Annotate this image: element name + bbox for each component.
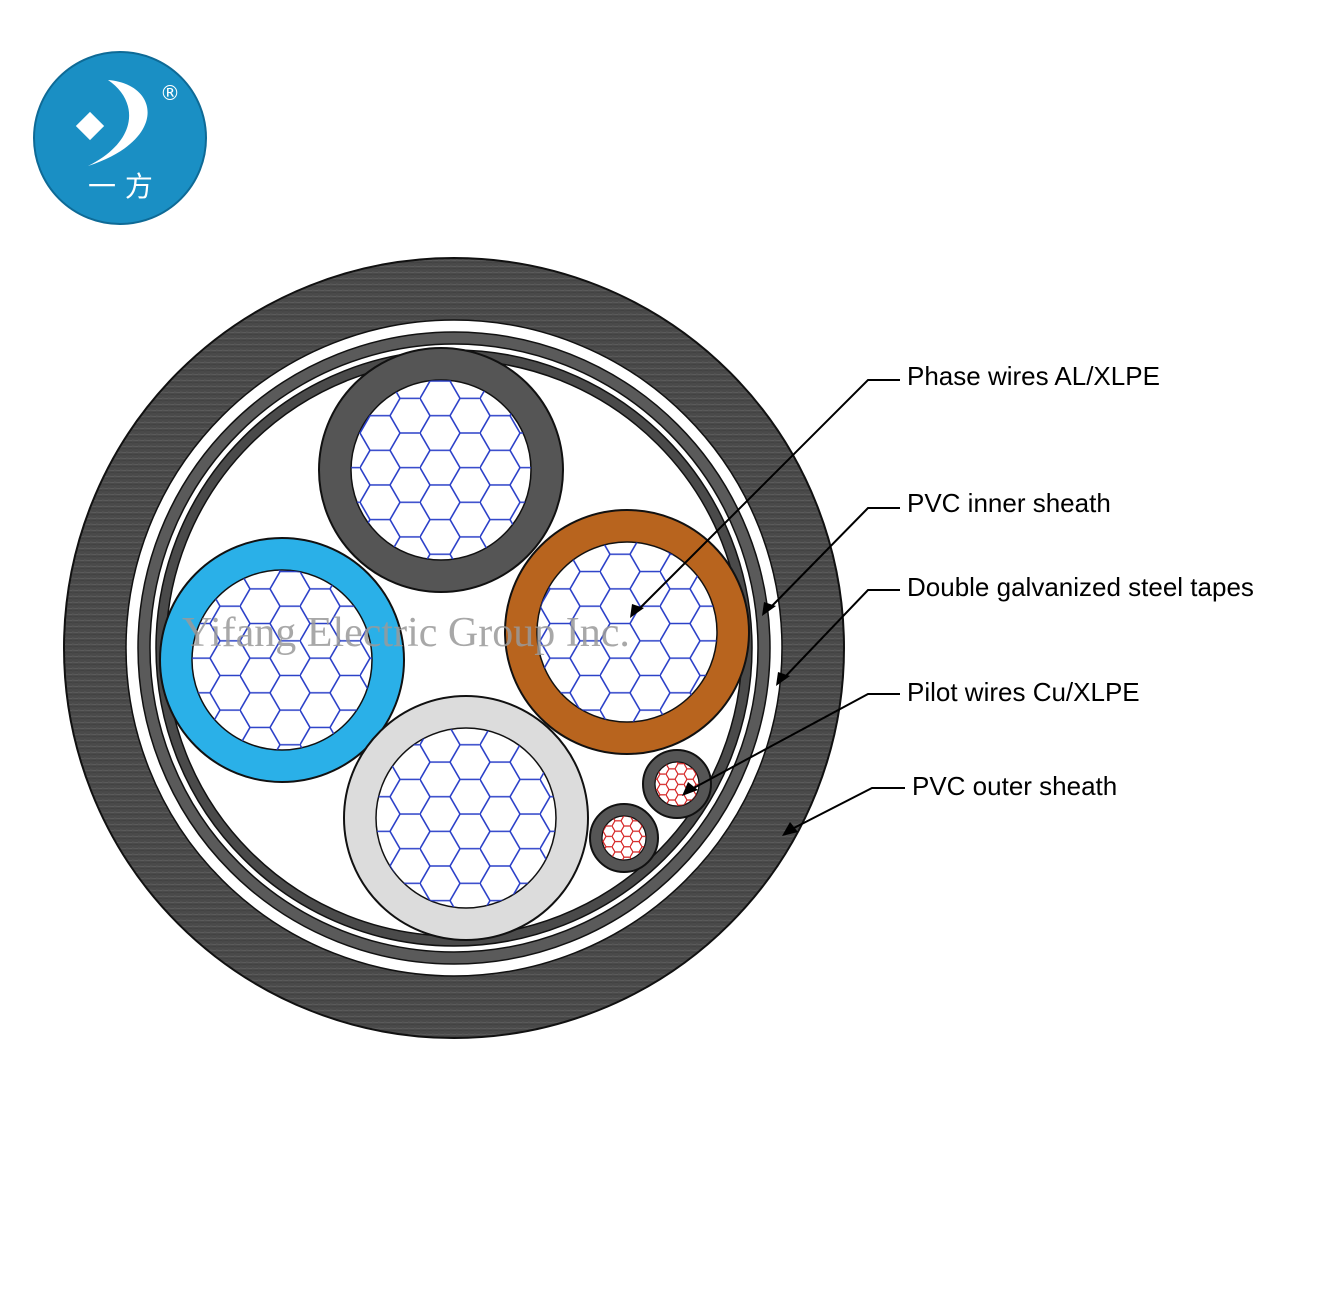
leader-pvc-outer-sheath — [789, 787, 905, 831]
leader-arrowheads — [630, 602, 798, 836]
phase-conductor-gray — [318, 347, 564, 593]
company-logo: ® 一 方 — [33, 51, 207, 225]
pilot-wire-1 — [642, 749, 712, 819]
arrow-pilot-wires-icon — [682, 782, 698, 796]
arrow-pvc-outer-sheath-icon — [782, 822, 798, 836]
label-pvc-outer-sheath: PVC outer sheath — [912, 771, 1117, 801]
logo-text: 一 方 — [88, 170, 153, 203]
arrow-steel-tapes-icon — [776, 672, 790, 686]
callout-labels: Phase wires AL/XLPE PVC inner sheath Dou… — [907, 361, 1254, 801]
leader-lines — [635, 379, 905, 831]
leader-phase-wires — [635, 379, 900, 613]
leader-pvc-inner-sheath — [767, 507, 900, 611]
logo-registered-mark: ® — [160, 81, 180, 105]
arrow-phase-wires-icon — [630, 604, 644, 618]
pilot-wire-2 — [589, 803, 659, 873]
label-phase-wires: Phase wires AL/XLPE — [907, 361, 1160, 391]
label-steel-tapes: Double galvanized steel tapes — [907, 572, 1254, 602]
watermark: Yifang Electric Group Inc. — [182, 610, 630, 656]
phase-conductor-brown — [504, 509, 750, 755]
label-pilot-wires: Pilot wires Cu/XLPE — [907, 677, 1140, 707]
leader-steel-tapes — [781, 589, 900, 681]
phase-conductor-blue — [159, 537, 405, 783]
phase-conductors — [159, 347, 750, 941]
phase-conductor-white — [343, 695, 589, 941]
pilot-wires — [589, 749, 712, 873]
logo-disc — [34, 52, 206, 224]
label-pvc-inner-sheath: PVC inner sheath — [907, 488, 1111, 518]
arrow-pvc-inner-sheath-icon — [762, 602, 776, 616]
leader-pilot-wires — [689, 693, 900, 791]
logo-swoosh-icon — [88, 80, 148, 166]
